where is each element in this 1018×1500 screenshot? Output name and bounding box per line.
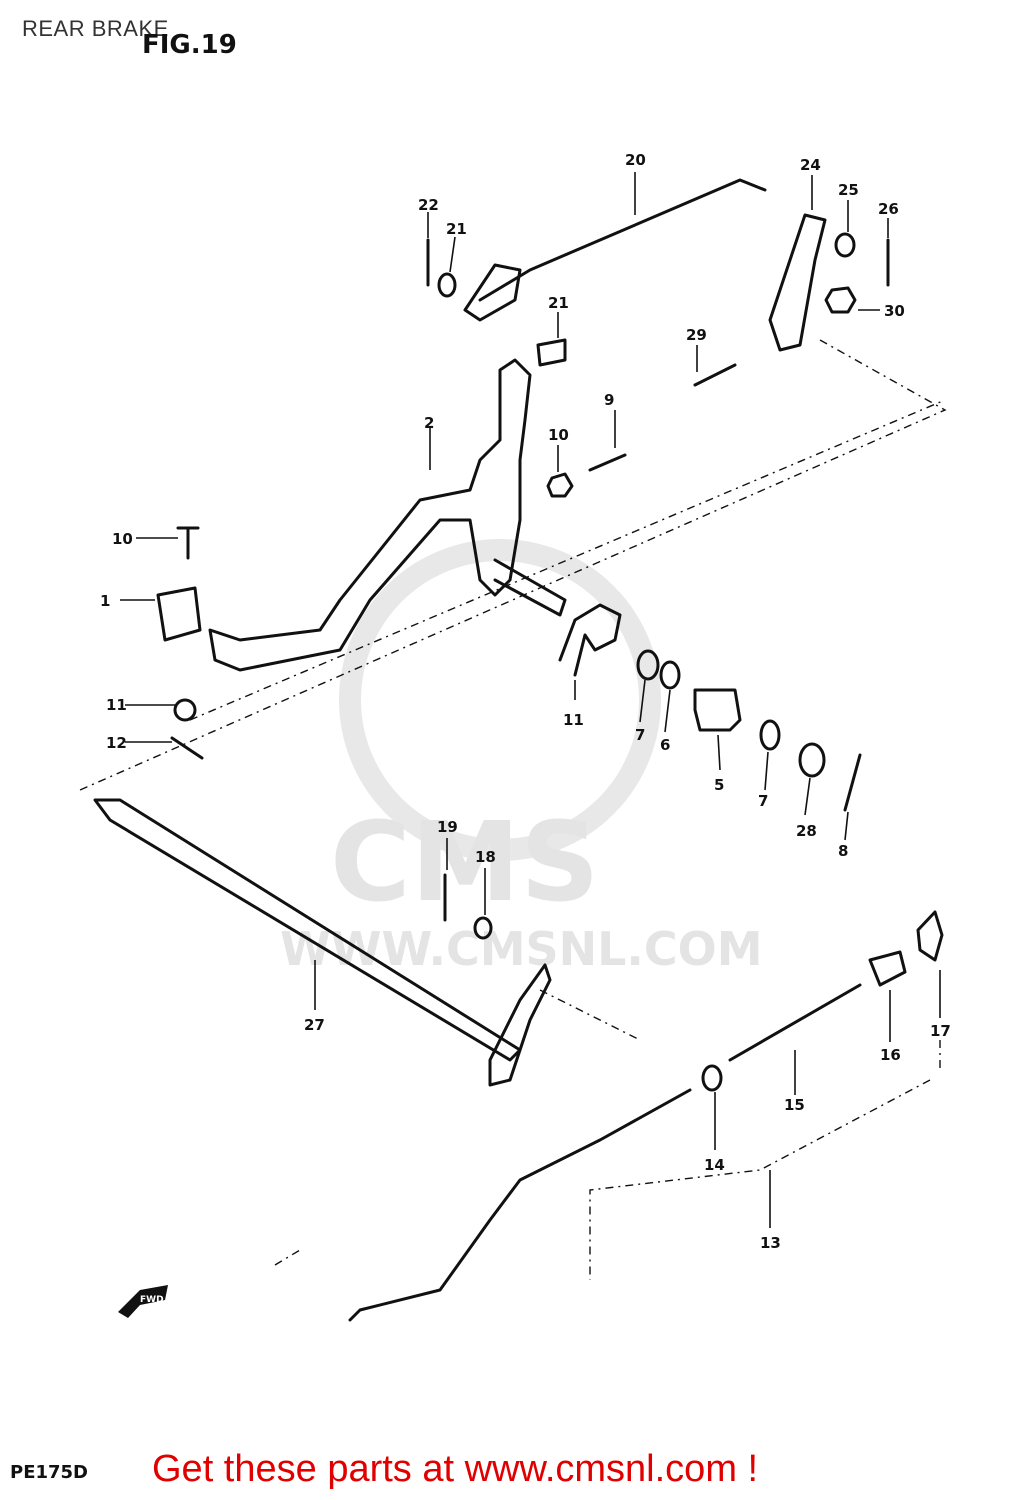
washer-7a xyxy=(659,660,681,690)
collar-6 xyxy=(693,688,742,732)
callout-7b: 7 xyxy=(758,792,768,810)
spring-4 xyxy=(173,698,197,722)
brake-rod-20 xyxy=(478,178,767,302)
callout-27: 27 xyxy=(304,1016,325,1034)
washer-25 xyxy=(834,232,856,258)
callout-17: 17 xyxy=(930,1022,951,1040)
figure-label: FIG.19 xyxy=(142,30,237,60)
callout-6: 5 xyxy=(714,776,724,794)
callout-22: 21 xyxy=(446,220,467,238)
watermark: CMS WWW.CMSNL.COM xyxy=(280,539,763,976)
callout-14: 14 xyxy=(704,1156,725,1174)
bolt-10 xyxy=(588,453,627,472)
assembly-lines xyxy=(79,339,947,1280)
callout-24: 24 xyxy=(800,156,821,174)
callout-25: 25 xyxy=(838,181,859,199)
callout-11: 10 xyxy=(548,426,569,444)
pin-21 xyxy=(536,338,567,367)
callout-1: 1 xyxy=(100,592,110,610)
model-code: PE175D xyxy=(10,1462,89,1483)
collar-16 xyxy=(868,950,907,987)
diagram-title: REAR BRAKE xyxy=(22,16,169,41)
callout-29: 29 xyxy=(686,326,707,344)
washer-14 xyxy=(701,1064,723,1092)
callout-15: 15 xyxy=(784,1096,805,1114)
washer-18 xyxy=(473,916,493,940)
watermark-brand: CMS xyxy=(330,798,599,926)
shop-link[interactable]: Get these parts at www.cmsnl.com ! xyxy=(152,1448,759,1490)
callout-12: 11 xyxy=(563,711,584,729)
spring-12 xyxy=(558,603,622,677)
shaft-27 xyxy=(93,798,522,1062)
rod-13 xyxy=(348,1088,692,1322)
callout-13: 13 xyxy=(760,1234,781,1252)
nut-30 xyxy=(824,286,857,314)
stopper-1 xyxy=(156,586,202,642)
pin-5 xyxy=(170,736,204,760)
washer-22 xyxy=(437,272,457,298)
bolt-29 xyxy=(693,363,737,387)
callout-16: 16 xyxy=(880,1046,901,1064)
callout-21: 21 xyxy=(548,294,569,312)
fwd-label: FWD xyxy=(140,1295,164,1305)
callout-5: 12 xyxy=(106,734,127,752)
brake-arm-24 xyxy=(768,213,827,352)
callout-28: 28 xyxy=(796,822,817,840)
shaft-arm xyxy=(488,963,552,1087)
callout-9: 8 xyxy=(838,842,848,860)
callout-8: 7 xyxy=(635,726,645,744)
callout-2: 2 xyxy=(424,414,434,432)
callout-10: 9 xyxy=(604,391,614,409)
callout-30: 30 xyxy=(884,302,905,320)
callout-18: 18 xyxy=(475,848,496,866)
rod-clevis xyxy=(463,263,522,322)
callout-4: 11 xyxy=(106,696,127,714)
leader-lines xyxy=(120,172,941,1228)
watermark-url: WWW.CMSNL.COM xyxy=(280,922,763,976)
callout-20: 20 xyxy=(625,151,646,169)
callouts: 10 1 11 12 2 22 21 20 24 25 26 30 21 29 … xyxy=(100,151,951,1252)
cotter-9 xyxy=(843,753,862,812)
nut-11 xyxy=(546,472,574,498)
fwd-marker: FWD xyxy=(118,1285,168,1318)
washer-28 xyxy=(798,742,826,778)
spring-15 xyxy=(728,983,862,1062)
callout-7a: 6 xyxy=(660,736,670,754)
pedal-shaft xyxy=(493,558,567,617)
callout-23: 22 xyxy=(418,196,439,214)
washer-7b xyxy=(759,719,781,751)
callout-26: 26 xyxy=(878,200,899,218)
callout-19: 19 xyxy=(437,818,458,836)
brake-pedal-2 xyxy=(208,358,532,672)
callout-3: 10 xyxy=(112,530,133,548)
bolt-3 xyxy=(176,526,200,560)
washer-8 xyxy=(636,649,660,681)
nut-17 xyxy=(916,910,944,962)
